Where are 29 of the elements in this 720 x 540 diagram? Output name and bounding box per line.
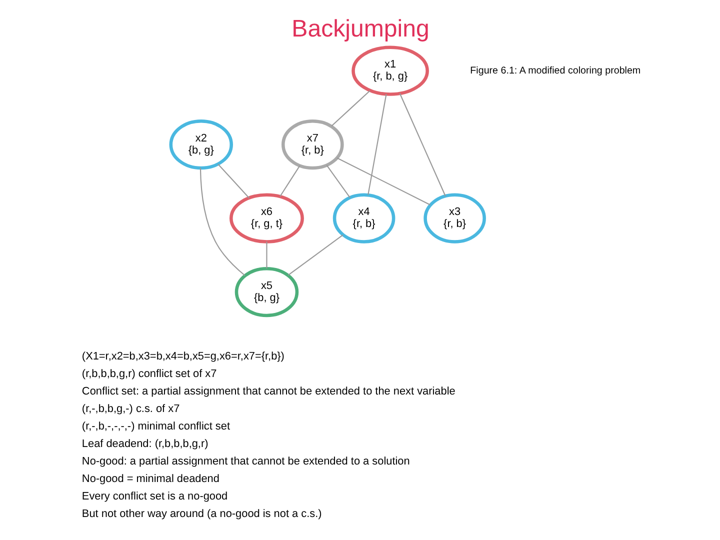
node-ellipse: x3 {r, b}: [423, 193, 486, 244]
label: Conflict set: a partial assignment that cannot be extended to the next variable: [81, 385, 455, 398]
label: (r,b,b,b,g,r) conflict set of x7: [81, 368, 216, 380]
node-ellipse: x7 {r, b}: [281, 120, 344, 170]
label: But not other way around (a no-good is not a c.s.): [81, 508, 322, 520]
label: (r,-,b,-,-,-,-) minimal conflict set: [81, 420, 230, 432]
label: (r,-,b,b,g,-) c.s. of x7: [81, 402, 180, 415]
label: No-good: a partial assignment that cannot be extended to a solution: [81, 455, 410, 468]
connector: [398, 93, 446, 196]
connector: [199, 168, 245, 276]
connector: [367, 94, 386, 196]
connector: [279, 165, 300, 197]
label: Leaf deadend: (r,b,b,b,g,r): [81, 438, 208, 450]
connector: [326, 164, 350, 198]
node-ellipse: x1 {r, b, g}: [351, 46, 428, 96]
node-ellipse: x2 {b, g}: [168, 120, 232, 170]
label: Every conflict set is a no-good: [81, 490, 228, 502]
connector: [336, 157, 430, 206]
connector: [330, 90, 370, 126]
caption: Figure 6.1: A modified coloring problem: [470, 65, 640, 76]
node-ellipse: x5 {b, g}: [234, 266, 298, 318]
connector: [287, 234, 343, 276]
connector: [217, 164, 250, 198]
connector: [266, 242, 267, 268]
node-ellipse: x4 {r, b}: [332, 193, 395, 244]
label: No-good = minimal deadend: [81, 472, 219, 485]
diagram-title: Backjumping: [291, 15, 429, 42]
node-ellipse: x6 {r, g, t}: [229, 193, 304, 244]
label: (X1=r,x2=b,x3=b,x4=b,x5=g,x6=r,x7={r,b}): [81, 350, 284, 363]
